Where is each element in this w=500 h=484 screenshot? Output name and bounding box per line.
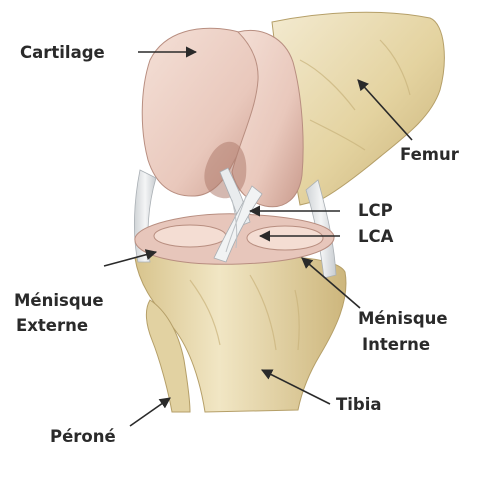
cruciate-strands	[225, 195, 247, 253]
menisque-externe-arrow	[103, 249, 158, 267]
label-menisque-externe-line1: Ménisque	[14, 291, 104, 310]
tibia-arrow	[260, 369, 331, 405]
femur-texture	[299, 39, 411, 151]
perone-arrow	[129, 397, 171, 427]
menisque-interne-arrow	[301, 257, 361, 309]
label-lca: LCA	[358, 227, 394, 246]
label-cartilage: Cartilage	[20, 43, 105, 62]
femoral-condyle-right	[231, 30, 304, 208]
label-perone: Péroné	[50, 427, 116, 446]
label-lcp: LCP	[358, 201, 393, 220]
meniscus-externe	[153, 224, 227, 248]
meniscus-interne	[246, 225, 324, 251]
tibia-texture	[189, 274, 300, 351]
label-femur: Femur	[400, 145, 460, 164]
label-tibia: Tibia	[336, 395, 382, 414]
fibula-bone	[145, 299, 191, 413]
label-menisque-interne-line1: Ménisque	[358, 309, 448, 328]
label-menisque-externe-line2: Externe	[16, 316, 88, 335]
femur-arrow	[357, 79, 413, 141]
label-menisque-interne-line2: Interne	[362, 335, 430, 354]
